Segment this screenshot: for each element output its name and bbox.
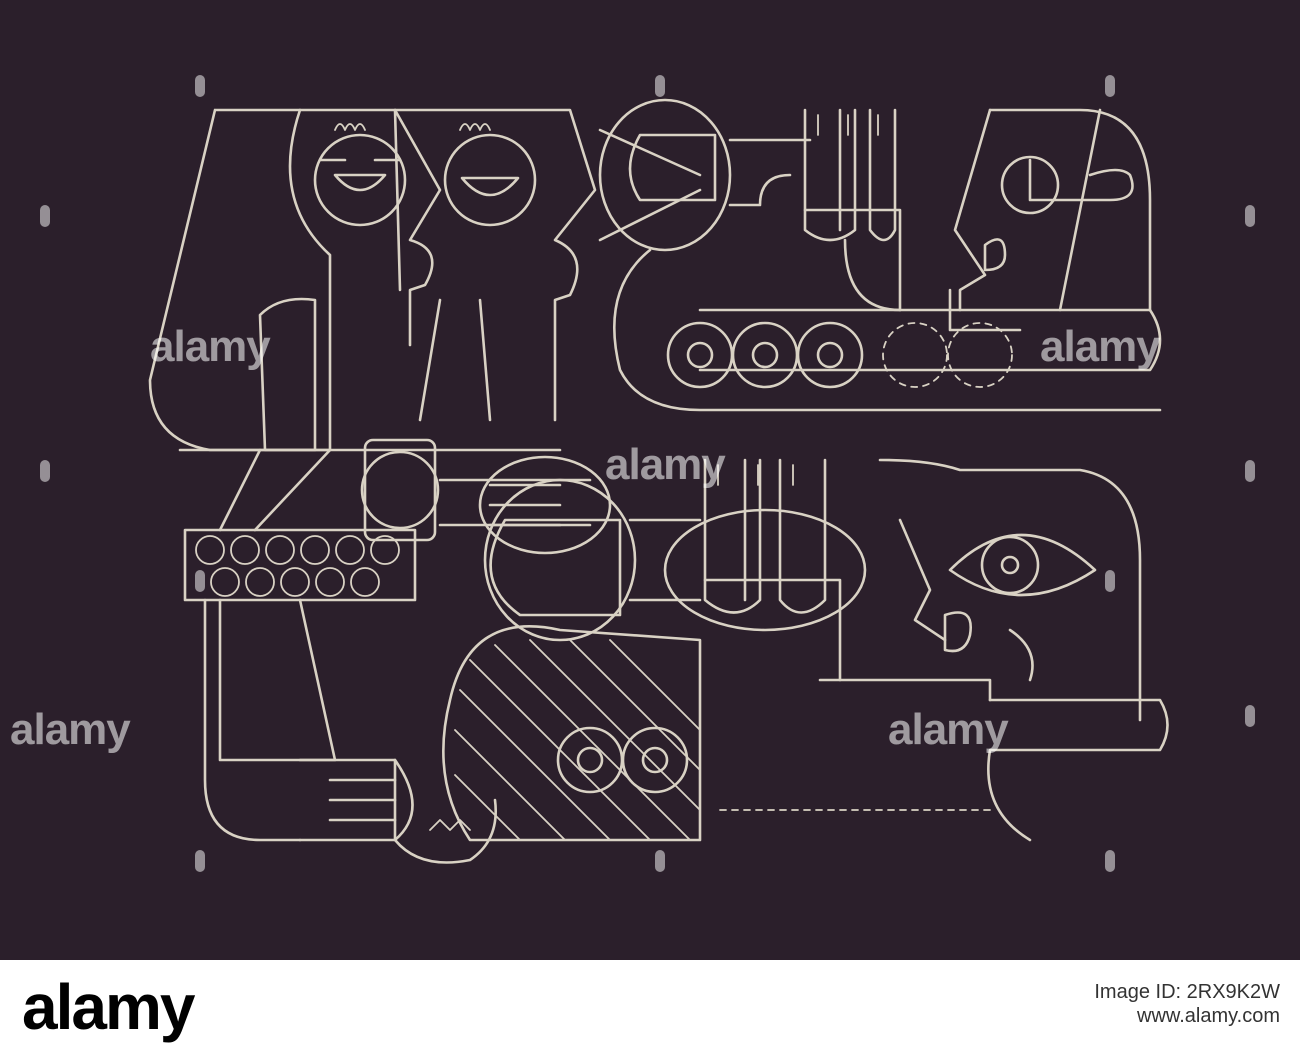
top-horn <box>598 98 1162 412</box>
watermark-text: alamy <box>888 705 1009 754</box>
watermark-text: alamy <box>150 322 271 371</box>
top-right-face <box>948 108 1152 332</box>
watermark-mark <box>1245 205 1255 227</box>
watermark-mark <box>655 75 665 97</box>
watermark-mark <box>1105 570 1115 592</box>
watermark-mark <box>40 205 50 227</box>
watermark-mark <box>1245 460 1255 482</box>
watermark-mark <box>195 570 205 592</box>
top-wheels <box>666 321 1013 389</box>
watermark-mark <box>1105 75 1115 97</box>
alamy-logo[interactable]: alamy <box>22 971 195 1043</box>
top-hand <box>803 108 902 312</box>
lower-left-dress <box>183 528 417 842</box>
image-id-label: Image ID: 2RX9K2W <box>1094 981 1280 1003</box>
watermark-mark <box>195 850 205 872</box>
line-art-illustration: alamy alamy alamy alamy alamy <box>0 0 1300 960</box>
watermark-text: alamy <box>605 440 726 489</box>
watermark-mark <box>195 75 205 97</box>
watermark-mark <box>1105 850 1115 872</box>
watermark-text: alamy <box>10 705 131 754</box>
site-link[interactable]: www.alamy.com <box>1137 1005 1280 1027</box>
stock-footer: alamy Image ID: 2RX9K2W www.alamy.com <box>0 960 1300 1049</box>
watermark-text: alamy <box>1040 322 1161 371</box>
left-figure <box>148 108 442 452</box>
abstract-faces-drawing <box>148 98 1169 864</box>
lower-right-face <box>818 458 1169 842</box>
lower-horn <box>483 478 867 642</box>
lower-wheels <box>556 726 991 811</box>
image-id-block: Image ID: 2RX9K2W www.alamy.com <box>1094 980 1280 1028</box>
watermark-mark <box>40 460 50 482</box>
second-face <box>393 108 597 422</box>
watermark-mark <box>655 850 665 872</box>
watermark-mark <box>1245 705 1255 727</box>
lower-hand <box>703 458 842 682</box>
lower-left-hand <box>298 758 497 864</box>
middle-band <box>178 438 612 555</box>
